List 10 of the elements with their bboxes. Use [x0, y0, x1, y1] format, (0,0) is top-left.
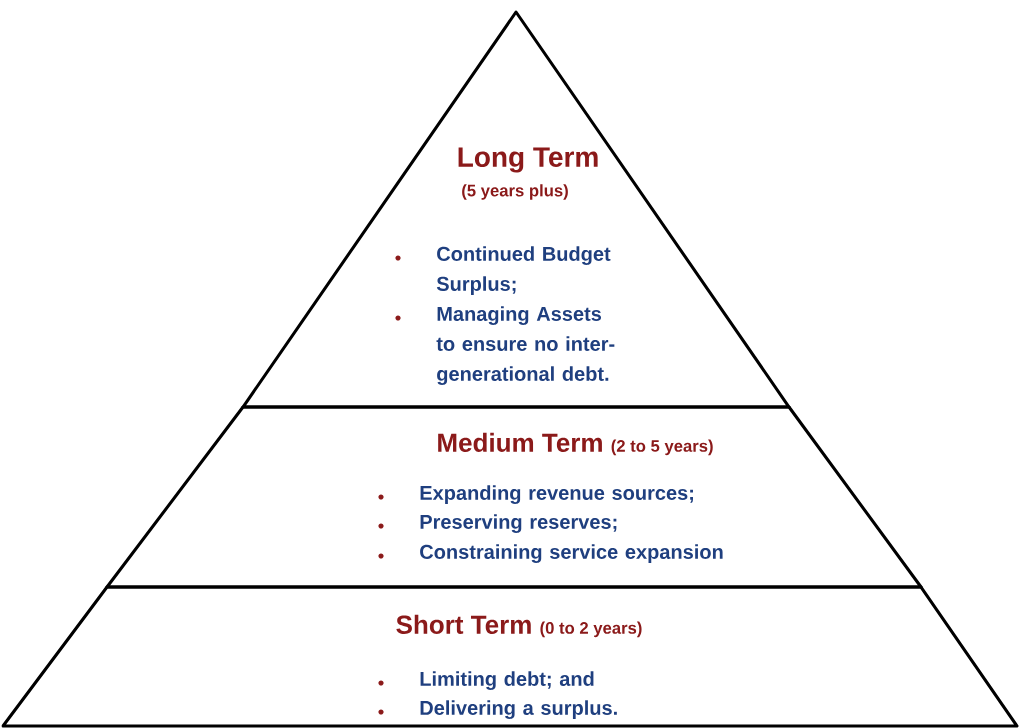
- bullet-text: Constraining service expansion: [420, 544, 723, 563]
- bullet-text: Expanding revenue sources;: [420, 485, 693, 504]
- bullet-text: Limiting debt; and: [420, 671, 594, 690]
- pyramid-tier: Long Term (5 years plus) Continued Budget Surplus; Managing Assets to ensure no inter-generational debt.: [241, 10, 791, 409]
- pyramid-tier: Medium Term (2 to 5 years) Expanding revenue sources; Preserving reserves; Constraining service expansion: [105, 405, 923, 589]
- bullet-text: Managing Assets to ensure no inter-generational debt.: [436, 306, 615, 385]
- bullet-text: Continued Budget Surplus;: [436, 246, 611, 295]
- pyramid-tier: Short Term (0 to 2 years) Limiting debt; and Delivering a surplus.: [1, 585, 1019, 728]
- bullet-text: Preserving reserves;: [420, 514, 617, 533]
- bullet-text: Delivering a surplus.: [420, 700, 617, 719]
